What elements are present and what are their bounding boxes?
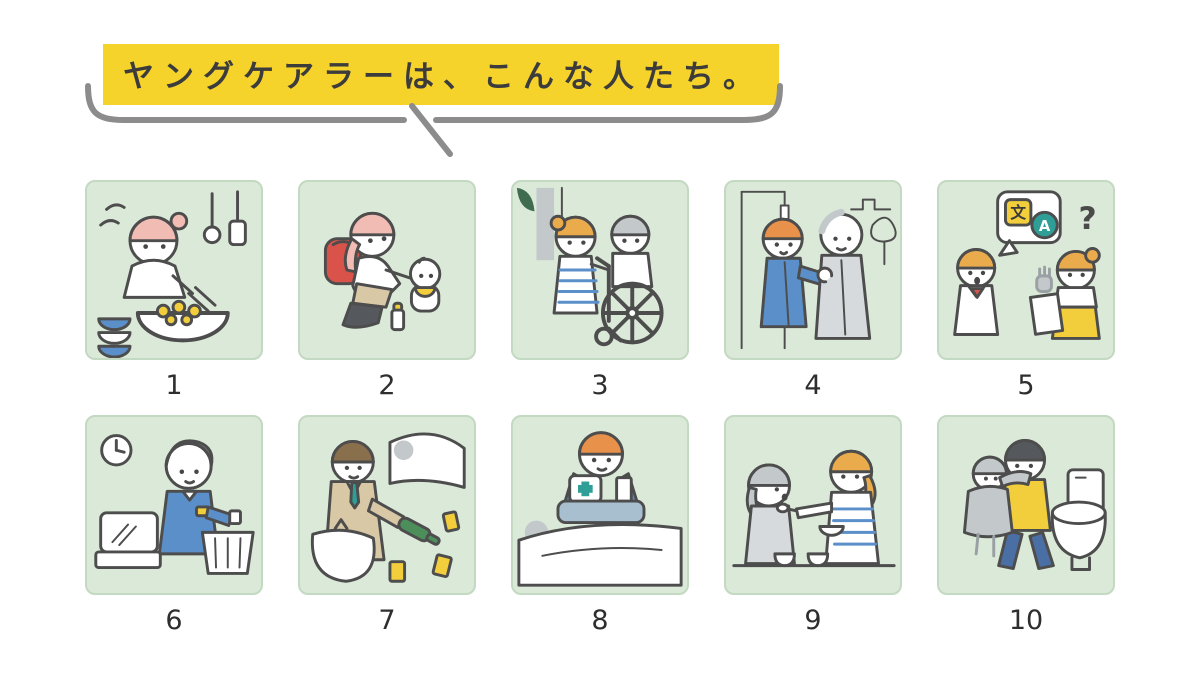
tile-6-art (85, 415, 263, 595)
tile-2: 2 (298, 180, 476, 413)
tile-number: 2 (378, 370, 396, 401)
tile-9-art (724, 415, 902, 595)
alcohol-cleanup-illustration (310, 432, 466, 583)
latin-a-glyph: A (1039, 218, 1051, 235)
shopping-basket-icon (200, 530, 255, 575)
stacked-bowls-icon (97, 317, 132, 358)
tile-3: 3 (511, 180, 689, 413)
tile-4-art (724, 180, 902, 360)
tile-number: 3 (591, 370, 609, 401)
tile-4: 4 (724, 180, 902, 413)
tile-number: 6 (165, 605, 183, 636)
page-title: ヤングケアラーは、こんな人たち。 (103, 44, 779, 105)
tile-10: 10 (937, 415, 1115, 648)
tile-number: 7 (378, 605, 396, 636)
bracket-icon (85, 83, 783, 157)
rice-bowl-icon (818, 525, 845, 537)
curtain-icon (536, 187, 555, 261)
tile-3-art (511, 180, 689, 360)
raised-hand-icon (1035, 265, 1053, 293)
tile-number: 5 (1017, 370, 1035, 401)
trash-bag-icon (310, 518, 376, 583)
tray-icon (556, 499, 646, 525)
tiles-grid: 1 (85, 180, 1115, 648)
cup-icon (806, 552, 830, 568)
tile-number: 10 (1008, 605, 1044, 636)
cup-icon (773, 552, 796, 568)
medicine-tray-illustration (517, 431, 683, 587)
hanging-utensils-icon (202, 190, 247, 247)
cash-register-illustration (94, 434, 255, 575)
feeding-illustration (732, 449, 896, 568)
tile-8: 8 (511, 415, 689, 648)
can-icon (441, 510, 461, 533)
wine-bottle-icon (397, 516, 441, 546)
baby-bottle-icon (390, 301, 406, 332)
tile-number: 4 (804, 370, 822, 401)
paper-icon (1028, 292, 1065, 336)
wheelchair-illustration (516, 186, 664, 347)
tile-number: 1 (165, 370, 183, 401)
walking-support-illustration (740, 190, 897, 350)
spoon-icon (775, 502, 798, 514)
cooking-illustration (97, 190, 247, 358)
wok-icon (135, 311, 230, 343)
tile-1-art (85, 180, 263, 360)
can-icon (431, 553, 453, 579)
plant-icon (516, 187, 535, 212)
first-aid-box-icon (568, 474, 603, 504)
clock-icon (100, 434, 133, 467)
toilet-icon (1050, 468, 1107, 571)
tile-5-art: 文 A ? (937, 180, 1115, 360)
tile-2-art (298, 180, 476, 360)
tile-7-art (298, 415, 476, 595)
necktie-icon (349, 481, 361, 510)
drink-glass-icon (615, 476, 633, 504)
register-machine-icon (94, 511, 162, 570)
neckerchief-icon (969, 287, 985, 299)
translation-illustration: 文 A ? (953, 190, 1101, 340)
translate-bubble-icon: 文 A (996, 190, 1062, 257)
toilet-assist-illustration (962, 439, 1107, 571)
tile-9: 9 (724, 415, 902, 648)
kanji-bun-glyph: 文 (1010, 203, 1026, 222)
question-mark: ? (1079, 201, 1097, 237)
tile-number: 9 (804, 605, 822, 636)
wheelchair-icon (594, 256, 664, 347)
window-city-icon (850, 198, 897, 266)
tile-1: 1 (85, 180, 263, 413)
tile-7: 7 (298, 415, 476, 648)
tile-8-art (511, 415, 689, 595)
page-title-text: ヤングケアラーは、こんな人たち。 (123, 59, 763, 95)
tile-10-art (937, 415, 1115, 595)
tile-number: 8 (591, 605, 609, 636)
baby-bib-icon (413, 286, 437, 298)
bed-icon (517, 520, 683, 587)
can-icon (388, 560, 407, 583)
tile-5: 文 A ? (937, 180, 1115, 413)
childcare-illustration (323, 211, 442, 332)
tile-6: 6 (85, 415, 263, 648)
